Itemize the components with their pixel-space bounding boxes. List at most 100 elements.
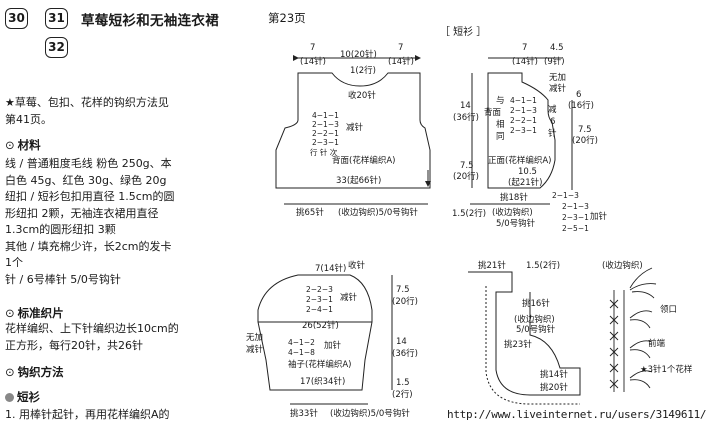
svg-text:7: 7 — [398, 43, 403, 53]
svg-text:4−1−1: 4−1−1 — [510, 96, 537, 105]
svg-text:收针: 收针 — [348, 260, 366, 271]
svg-text:6: 6 — [550, 117, 555, 127]
svg-text:挑14针: 挑14针 — [540, 369, 568, 380]
materials-line: 形纽扣 2颗，无袖连衣裙用直径 — [5, 206, 159, 220]
edging-piece — [468, 271, 581, 405]
svg-text:2−2−1: 2−2−1 — [312, 129, 339, 138]
pattern-number-31: 31 — [45, 8, 68, 29]
materials-line: 其他 / 填充棉少许，长2cm的发卡 — [5, 239, 172, 253]
materials-heading: ⊙材料 — [5, 138, 41, 152]
pattern-number-30: 30 — [5, 8, 28, 29]
svg-text:4−1−1: 4−1−1 — [312, 111, 339, 120]
svg-text:针: 针 — [548, 128, 557, 139]
svg-text:减针: 减针 — [340, 292, 358, 303]
svg-text:2−2−3: 2−2−3 — [306, 285, 333, 294]
section-title: ［ 短衫 ］ — [440, 25, 486, 38]
gauge-line: 正方形，每行20针，共26针 — [5, 338, 143, 352]
svg-text:(14针): (14针) — [300, 56, 326, 67]
gauge-line: 花样编织、上下针编织边长10cm的 — [5, 322, 179, 335]
svg-text:7: 7 — [310, 43, 315, 53]
chart-labels: (收边钩织) 领口 前端 ★3针1个花样 — [602, 260, 693, 375]
svg-text:无加: 无加 — [246, 332, 263, 343]
sleeve-piece — [257, 274, 393, 405]
materials-line: 1个 — [5, 256, 23, 269]
svg-text:1.5: 1.5 — [396, 378, 410, 388]
svg-text:7.5: 7.5 — [460, 161, 474, 171]
svg-text:(收边钩织): (收边钩织) — [602, 260, 643, 271]
svg-text:2−3−1: 2−3−1 — [510, 126, 537, 135]
svg-text:减针: 减针 — [246, 344, 264, 355]
svg-text:(收边钩织)5/0号钩针: (收边钩织)5/0号钩针 — [330, 408, 410, 419]
back-labels: 7 (14针) 10(20针) 7 (14针) 1(2行) 收20针 4−1−1… — [296, 43, 418, 218]
svg-text:挑18针: 挑18针 — [500, 192, 528, 203]
svg-text:14: 14 — [396, 337, 407, 347]
svg-text:2−3−1: 2−3−1 — [562, 213, 589, 222]
svg-text:(16行): (16行) — [568, 100, 594, 111]
gauge-text: 花样编织、上下针编织边长10cm的 正方形，每行20针，共26针 — [5, 321, 179, 354]
svg-text:袖子(花样编织A): 袖子(花样编织A) — [288, 359, 351, 370]
source-url[interactable]: http://www.liveinternet.ru/users/3149611… — [447, 408, 706, 421]
pattern-number-32: 32 — [45, 37, 68, 58]
front-outline — [487, 72, 556, 189]
materials-line: 1.3cm的圆形纽扣 3颗 — [5, 223, 116, 236]
intro-line: ★草莓、包扣、花样的钩织方法见 — [5, 96, 169, 109]
svg-text:2−1−3: 2−1−3 — [510, 106, 537, 115]
svg-text:背面: 背面 — [484, 107, 502, 118]
svg-text:10(20针): 10(20针) — [340, 49, 377, 60]
front-piece — [470, 57, 573, 205]
svg-text:挑23针: 挑23针 — [504, 339, 532, 350]
svg-text:10.5: 10.5 — [518, 167, 537, 177]
materials-line: 针 / 6号棒针 5/0号钩针 — [5, 272, 121, 286]
svg-text:挑16针: 挑16针 — [522, 298, 550, 309]
materials-line: 线 / 普通粗度毛线 粉色 250g、本 — [5, 157, 172, 170]
sleeve-labels: 7(14针) 收针 2−2−3 2−3−1 2−4−1 减针 26(52针) 无… — [246, 260, 418, 419]
svg-text:领口: 领口 — [660, 304, 677, 315]
svg-text:加针: 加针 — [324, 340, 342, 351]
circle-dot-icon: ⊙ — [5, 306, 15, 320]
svg-text:4−1−8: 4−1−8 — [288, 348, 315, 357]
svg-text:4−1−2: 4−1−2 — [288, 338, 315, 347]
svg-text:2−1−3: 2−1−3 — [312, 120, 339, 129]
svg-text:减针: 减针 — [549, 83, 567, 94]
svg-text:行 针 次: 行 针 次 — [310, 147, 338, 157]
svg-text:2−3−1: 2−3−1 — [312, 138, 339, 147]
svg-text:同: 同 — [496, 132, 505, 142]
svg-text:2−5−1: 2−5−1 — [562, 224, 589, 233]
svg-text:(20行): (20行) — [392, 296, 418, 307]
svg-text:1.5(2行): 1.5(2行) — [452, 208, 486, 219]
svg-text:33(起66针): 33(起66针) — [336, 175, 381, 186]
svg-text:6: 6 — [576, 90, 581, 100]
svg-text:7: 7 — [522, 43, 527, 53]
svg-text:2−1−3: 2−1−3 — [562, 202, 589, 211]
svg-text:挑65针: 挑65针 — [296, 207, 324, 218]
svg-text:17(织34针): 17(织34针) — [300, 376, 345, 387]
svg-text:(起21针): (起21针) — [508, 177, 542, 188]
svg-text:2−4−1: 2−4−1 — [306, 305, 333, 314]
svg-text:7.5: 7.5 — [396, 285, 410, 295]
svg-text:挑33针: 挑33针 — [290, 408, 318, 419]
page-reference: 第23页 — [268, 11, 306, 25]
svg-text:(14针): (14针) — [388, 56, 414, 67]
circle-dot-icon: ⊙ — [5, 365, 15, 379]
edging-labels: 挑21针 1.5(2行) 挑16针 (收边钩织) 5/0号钩针 挑23针 挑14… — [478, 260, 568, 393]
materials-line: 白色 45g、红色 30g、绿色 20g — [5, 173, 167, 187]
materials-list: 线 / 普通粗度毛线 粉色 250g、本 白色 45g、红色 30g、绿色 20… — [5, 156, 174, 288]
svg-text:收20针: 收20针 — [348, 90, 376, 101]
svg-text:5/0号钩针: 5/0号钩针 — [516, 324, 556, 335]
svg-text:7(14针): 7(14针) — [315, 263, 346, 274]
method-subheading: 短衫 — [5, 389, 40, 405]
materials-line: 纽扣 / 短衫包扣用直径 1.5cm的圆 — [5, 190, 175, 203]
svg-text:减针: 减针 — [346, 122, 364, 133]
edging-outline — [468, 271, 581, 396]
svg-text:1(2行): 1(2行) — [350, 65, 376, 76]
svg-text:前端: 前端 — [648, 338, 666, 349]
svg-text:14: 14 — [460, 101, 471, 111]
intro-line: 第41页。 — [5, 112, 52, 126]
page-title: 草莓短衫和无袖连衣裙 — [81, 13, 219, 29]
svg-text:2−2−1: 2−2−1 — [510, 116, 537, 125]
svg-text:2−3−1: 2−3−1 — [306, 295, 333, 304]
bullet-icon — [5, 393, 14, 402]
svg-text:正面(花样编织A): 正面(花样编织A) — [488, 155, 551, 166]
sleeve-outline — [257, 274, 373, 391]
crochet-chart — [609, 267, 657, 392]
